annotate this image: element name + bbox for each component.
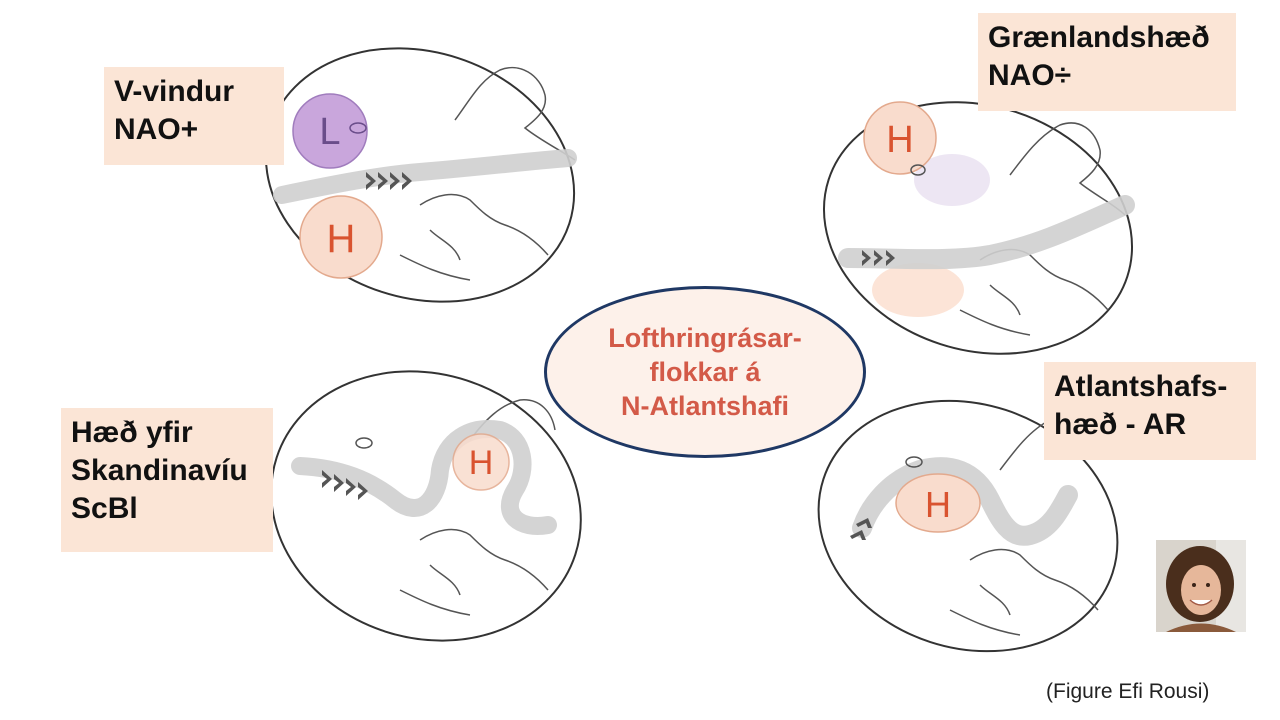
high-pressure-letter: H — [469, 444, 494, 482]
center-title-line2: flokkar á — [649, 357, 761, 387]
label-nao-plus-line2: NAO+ — [114, 113, 199, 146]
figure-credit: (Figure Efi Rousi) — [1046, 680, 1210, 703]
map-nao-minus: H — [822, 101, 1135, 355]
high-pressure-letter: H — [327, 217, 356, 261]
high-pressure-icon — [452, 433, 510, 491]
island-icon — [355, 437, 373, 449]
island-icon — [905, 456, 923, 468]
jet-stream — [852, 457, 1078, 546]
low-pressure-letter: L — [319, 111, 340, 153]
center-title-line1: Lofthringrásar- — [608, 323, 802, 353]
jet-stream — [838, 195, 1135, 270]
center-title-line3: N-Atlantshafi — [621, 391, 789, 421]
coastline — [399, 66, 576, 281]
wind-arrows-icon — [850, 518, 872, 540]
label-nao-minus-line2: NAO÷ — [988, 59, 1072, 92]
island-icon — [910, 164, 926, 176]
coastline — [399, 399, 556, 616]
high-pressure-icon — [299, 195, 383, 279]
label-ar-line1: Atlantshafs- — [1054, 370, 1228, 403]
low-pressure-icon — [914, 154, 990, 206]
low-pressure-icon — [292, 93, 368, 169]
wind-arrows-icon — [366, 172, 412, 190]
label-ar: Atlantshafs- hæð - AR — [1044, 362, 1256, 460]
person-photo-icon — [1156, 540, 1246, 632]
label-nao-minus: Grænlandshæð NAO÷ — [978, 13, 1236, 111]
high-pressure-letter: H — [925, 484, 951, 525]
coastline — [959, 122, 1126, 336]
label-scbl-line2: Skandinavíu — [71, 454, 248, 487]
label-nao-plus-line1: V-vindur — [114, 75, 235, 108]
label-scbl: Hæð yfir Skandinavíu ScBl — [61, 408, 273, 552]
jet-stream — [291, 420, 557, 535]
label-nao-minus-line1: Grænlandshæð — [988, 21, 1210, 54]
high-pressure-icon — [863, 101, 937, 175]
label-nao-plus: V-vindur NAO+ — [104, 67, 284, 165]
label-ar-line2: hæð - AR — [1054, 408, 1187, 441]
high-pressure-letter: H — [886, 119, 913, 161]
wind-arrows-icon — [862, 250, 895, 266]
globe-outline — [817, 399, 1119, 653]
center-title-ellipse: Lofthringrásar- flokkar á N-Atlantshafi — [544, 286, 866, 458]
map-scbl: H — [270, 370, 582, 642]
wind-arrows-icon — [322, 470, 368, 500]
map-nao-plus: L H — [264, 47, 577, 303]
label-scbl-line3: ScBl — [71, 492, 138, 525]
high-pressure-icon — [895, 473, 981, 533]
island-icon — [349, 122, 367, 134]
jet-stream — [273, 149, 577, 204]
label-scbl-line1: Hæð yfir — [71, 416, 193, 449]
high-pressure-shade — [872, 263, 964, 317]
